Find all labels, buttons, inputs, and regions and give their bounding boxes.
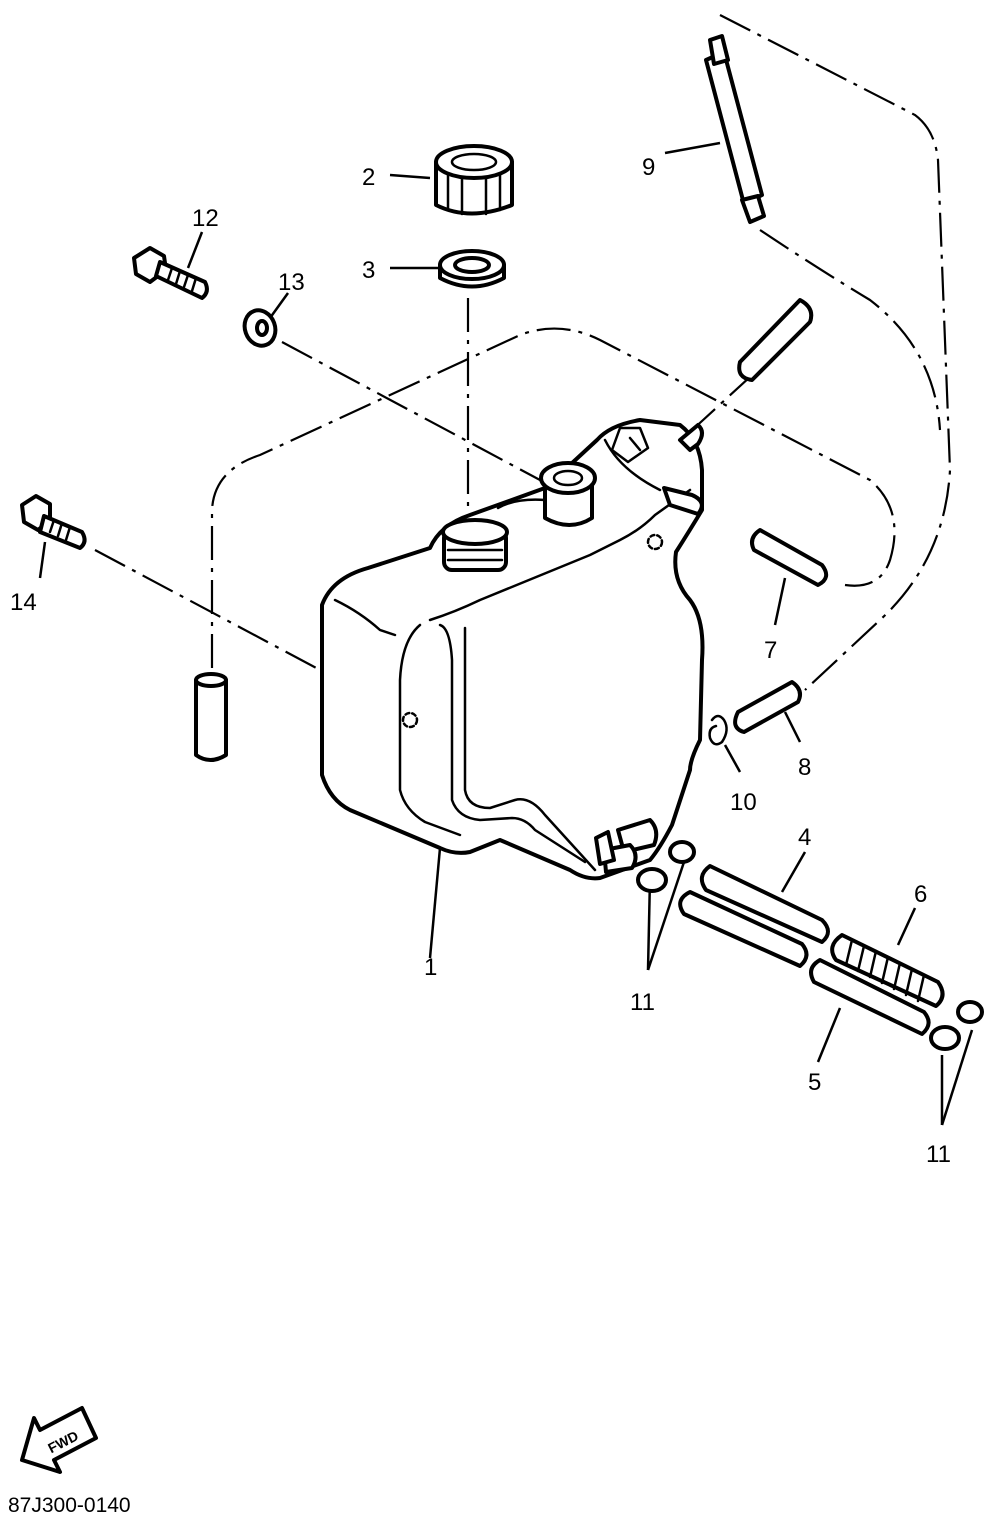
hose-upper-right [737,298,814,382]
callout-7: 7 [764,637,777,664]
callout-3: 3 [362,257,375,284]
clips-11 [636,840,984,1051]
protector-6 [830,933,945,1008]
reference-code: 87J300-0140 [8,1494,131,1517]
clip-10 [708,714,728,746]
washer-13 [242,308,278,348]
callout-1: 1 [424,954,437,981]
callout-14: 14 [10,589,37,616]
callout-numbers: 1 2 3 4 5 6 7 8 9 10 11 11 12 13 14 [10,154,951,1168]
fwd-arrow: FWD [20,1406,98,1474]
callout-10: 10 [730,789,757,816]
callout-9: 9 [642,154,655,181]
hose-5 [809,958,931,1036]
hose-9 [704,34,766,224]
oil-tank [320,418,705,881]
hose-lower-left [194,672,228,762]
callout-11a: 11 [630,989,655,1016]
callout-12: 12 [192,205,219,232]
hose-4 [678,864,830,968]
gasket-ring [438,249,506,289]
callout-2: 2 [362,164,375,191]
bolt-14 [20,494,87,550]
callout-5: 5 [808,1069,821,1096]
leader-lines [38,141,974,1126]
filler-cap [434,144,514,216]
bolt-12 [132,246,209,300]
callout-13: 13 [278,269,305,296]
callout-6: 6 [914,881,927,908]
callout-4: 4 [798,824,811,851]
hose-7 [750,528,829,587]
hose-8 [733,680,802,734]
callout-8: 8 [798,754,811,781]
callout-11b: 11 [926,1141,951,1168]
